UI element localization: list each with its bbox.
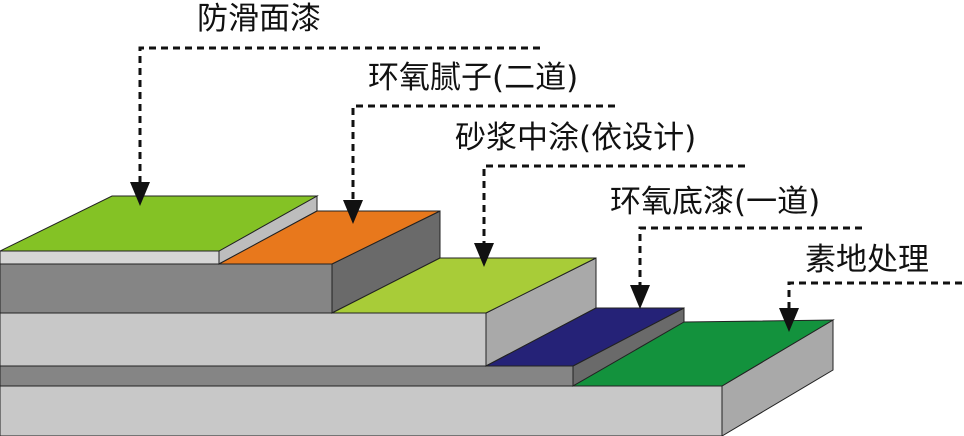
arrow-epoxy-primer: [630, 285, 650, 309]
upper-block-front: [0, 263, 333, 314]
leader-anti-slip-topcoat: [138, 46, 540, 184]
top-band-front: [0, 250, 220, 265]
base-slab-front: [0, 385, 723, 436]
arrow-epoxy-putty: [343, 200, 363, 224]
label-epoxy-putty: 环氧腻子(二道): [368, 60, 579, 96]
mortar-midcoat-layer: [331, 257, 597, 314]
leader-substrate-prep: [787, 281, 962, 310]
label-substrate-prep: 素地处理: [805, 242, 929, 278]
epoxy-putty-layer: [218, 210, 441, 265]
label-mortar-midcoat: 砂浆中涂(依设计): [455, 120, 697, 156]
leader-epoxy-putty: [351, 104, 615, 202]
middle-block-front: [0, 312, 487, 367]
label-anti-slip-topcoat: 防滑面漆: [197, 1, 321, 37]
arrow-substrate-prep: [779, 308, 799, 332]
anti-slip-topcoat-layer: [0, 195, 319, 252]
epoxy-primer-layer: [485, 307, 685, 367]
leader-epoxy-primer: [638, 226, 862, 287]
arrow-mortar-midcoat: [474, 243, 494, 267]
arrow-anti-slip-topcoat: [130, 182, 150, 206]
substrate-prep-layer: [571, 319, 835, 387]
leader-mortar-midcoat: [482, 164, 745, 245]
dark-band-front: [0, 365, 574, 387]
label-epoxy-primer: 环氧底漆(一道): [610, 184, 821, 220]
